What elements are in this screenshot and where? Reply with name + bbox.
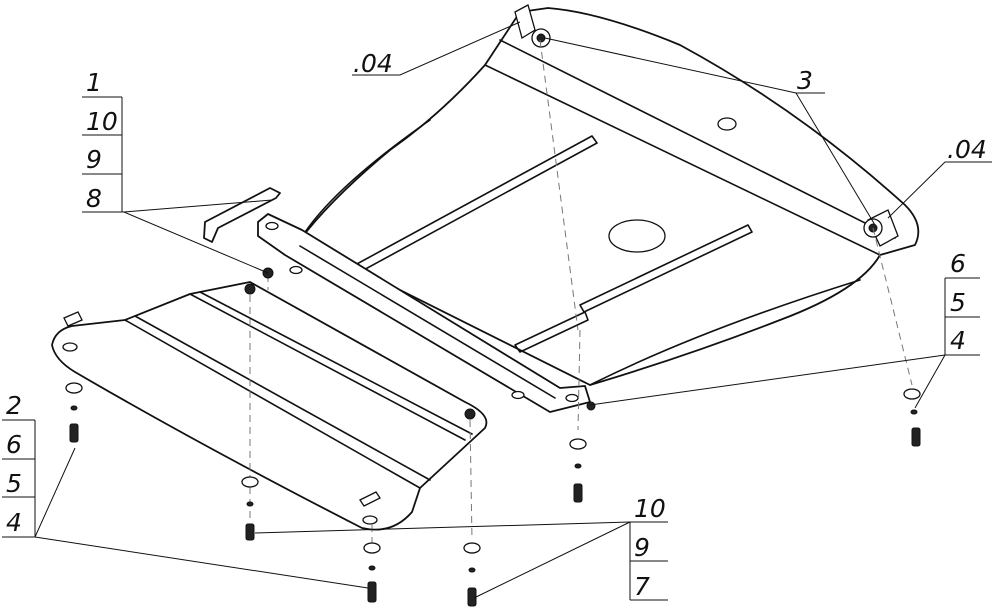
callout-04-right: .04 <box>947 135 987 164</box>
cross-member <box>257 213 591 413</box>
fasteners <box>65 267 921 607</box>
callout-bottom-7: 7 <box>634 572 650 601</box>
callout-right-5: 5 <box>950 288 966 317</box>
callout-bottom-10: 10 <box>634 494 666 523</box>
small-bracket <box>203 187 281 243</box>
callout-left-10: 10 <box>86 107 118 136</box>
callout-lb-2: 2 <box>6 391 22 420</box>
callout-right-6: 6 <box>950 249 966 278</box>
leader-lines <box>34 21 992 599</box>
main-skid-plate <box>299 4 920 386</box>
callout-lb-6: 6 <box>6 430 22 459</box>
callout-left-8: 8 <box>86 184 102 213</box>
rear-skid-plate <box>51 281 488 531</box>
centerlines <box>249 39 913 545</box>
callout-left-1: 1 <box>86 68 102 97</box>
callout-left-9: 9 <box>86 145 102 174</box>
callout-lb-5: 5 <box>6 469 22 498</box>
callout-bottom-9: 9 <box>634 533 650 562</box>
washer <box>65 382 83 394</box>
right-stack-table <box>944 277 980 356</box>
callout-lb-4: 4 <box>6 508 22 537</box>
callout-04-top: .04 <box>353 49 393 78</box>
callout-right-4: 4 <box>950 326 966 355</box>
left-stack-table <box>82 96 124 213</box>
callout-3: 3 <box>797 66 813 95</box>
left-bottom-stack-table <box>2 419 36 538</box>
bottom-stack-table <box>629 521 668 601</box>
